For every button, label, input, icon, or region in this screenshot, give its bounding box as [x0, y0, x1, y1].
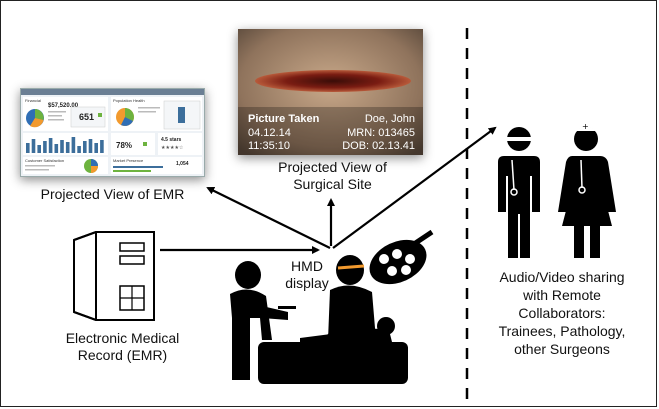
emr-pie-1-slice-green: [35, 109, 44, 120]
emr-line-6: [25, 165, 55, 167]
collaborator-male-icon: [498, 127, 540, 258]
emr-mini-bar: [83, 141, 87, 153]
emr-percent-badge: [143, 142, 147, 146]
collaborator-female-icon: +: [558, 122, 616, 258]
emr-line-7: [25, 169, 49, 171]
emr-count-box: [70, 106, 106, 128]
emr-line-2: [48, 115, 62, 117]
emr-pie-2-slice-blue: [121, 117, 133, 126]
emr-line-4: [138, 107, 160, 109]
emr-pie-2-slice-green: [125, 108, 134, 121]
emr-mini-bar: [37, 145, 41, 153]
emr-panel-market: [111, 157, 202, 174]
emr-mini-bar: [43, 141, 47, 153]
emr-line-1: [48, 111, 66, 113]
emr-line-3: [48, 119, 64, 121]
caption-hmd: HMD display: [285, 258, 329, 291]
emr-panel-percent: [111, 133, 155, 155]
emr-count-badge: [98, 113, 102, 117]
emr-dashboard-screenshot: Financial $57,520.00 651 Population Heal…: [20, 88, 205, 177]
caption-collaborators: Audio/Video sharing with Remote Collabor…: [498, 269, 626, 357]
emr-rating-text: 4.5 stars: [161, 137, 182, 143]
emr-mini-bar: [71, 137, 76, 153]
surgical-site-photo: Picture Taken 04.12.14 11:35:10 Doe, Joh…: [238, 29, 423, 155]
patient-table-icon: [258, 317, 408, 384]
emr-dashboard-graphic: Financial $57,520.00 651 Population Heal…: [21, 89, 204, 174]
emr-mini-bar: [48, 138, 53, 153]
overlay-dob: DOB: 02.13.41: [342, 140, 415, 152]
emr-titlebar: [21, 89, 204, 95]
emr-mini-bar: [88, 139, 93, 153]
surgeon-left-icon: [230, 261, 296, 380]
surgical-lamp-icon: [369, 229, 434, 285]
svg-text:+: +: [582, 122, 589, 131]
emr-bar-group: [26, 137, 104, 153]
emr-percent-value: 78%: [116, 141, 132, 150]
emr-pie-3-slice-orange: [91, 166, 98, 173]
surgical-site-graphic: [238, 29, 423, 155]
caption-emr: Electronic Medical Record (EMR): [65, 330, 180, 363]
emr-mini-bar: [65, 142, 70, 153]
overlay-mrn: MRN: 013465: [347, 127, 415, 139]
incision: [255, 70, 411, 92]
caption-emr-view: Projected View of EMR: [40, 186, 185, 202]
emr-mini-bar: [94, 143, 98, 153]
emr-panel-financial-title: Financial: [25, 98, 41, 103]
emr-mini-bar: [100, 140, 104, 153]
emr-panel-rating: [158, 133, 202, 155]
emr-financial-value: $57,520.00: [48, 103, 79, 109]
emr-panel-satisfaction-title: Customer Satisfaction: [25, 158, 64, 163]
overlay-patient: Doe, John: [364, 113, 415, 125]
emr-panel-population-title: Population Health: [113, 98, 145, 103]
emr-rating-stars: ★★★★☆: [161, 145, 184, 151]
emr-line-5: [138, 111, 156, 113]
emr-market-bar-1: [113, 166, 163, 168]
emr-pie-3-slice-blue: [91, 159, 98, 166]
emr-mini-bar: [77, 146, 81, 153]
emr-market-value: 1,054: [176, 161, 189, 167]
arrow-to-emr-view: [206, 187, 331, 249]
emr-server-icon: [73, 231, 155, 321]
emr-market-bar-2: [113, 170, 151, 172]
overlay-date: 04.12.14: [248, 127, 291, 139]
emr-pie-1-slice-orange: [30, 118, 44, 128]
overlay-shade: [238, 107, 423, 155]
emr-mini-bar: [26, 143, 30, 153]
skin-background: [238, 29, 423, 155]
overlay-title: Picture Taken: [248, 113, 320, 125]
emr-sidebox-bar: [178, 107, 185, 123]
emr-count-value: 651: [79, 112, 94, 122]
emr-mini-bar: [54, 144, 59, 153]
emr-panel-market-title: Market Presence: [113, 158, 144, 163]
emr-mini-bar: [31, 139, 36, 153]
caption-surgical-view: Projected View of Surgical Site: [278, 159, 387, 192]
overlay-time: 11:35:10: [248, 140, 291, 152]
emr-mini-bar: [60, 140, 64, 153]
